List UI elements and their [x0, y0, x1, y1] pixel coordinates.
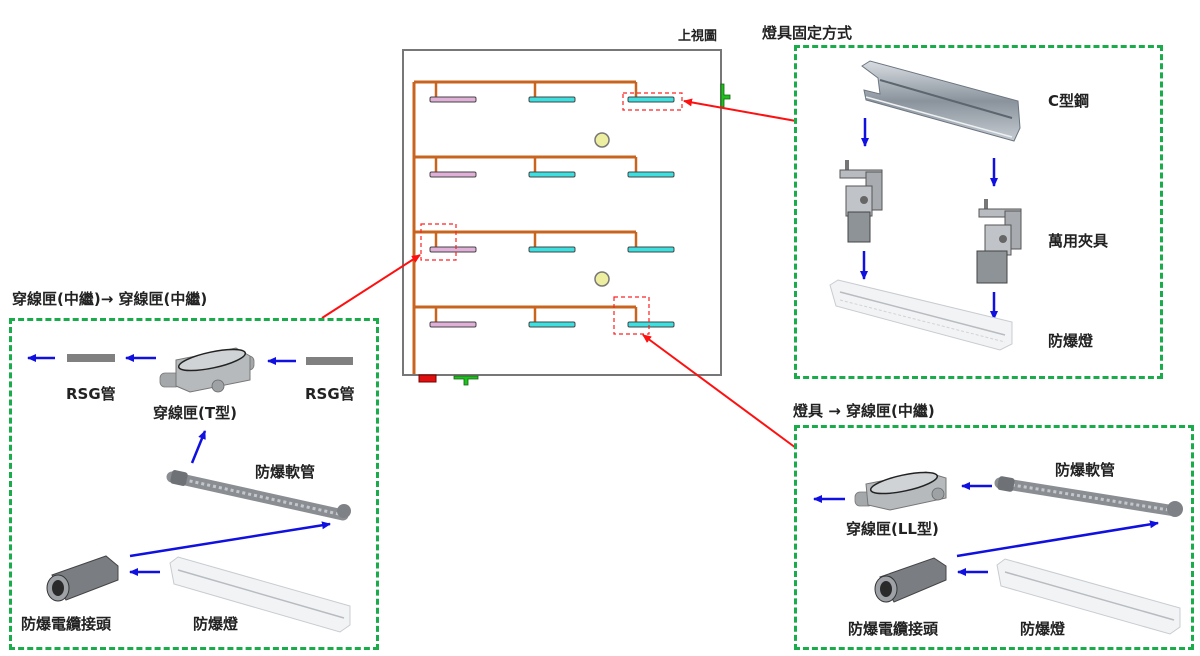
lamp-fixture — [627, 246, 675, 253]
t-type-junction-box-label: 穿線匣(T型) — [153, 404, 237, 422]
lamp-fixture — [627, 171, 675, 178]
ll-type-junction-box-image — [854, 471, 947, 511]
cable-gland-label-relay: 防爆電纜接頭 — [21, 615, 112, 633]
lamp-fixture — [528, 96, 576, 103]
rsg-pipe-left — [67, 354, 115, 362]
callout-arrow-lamp — [642, 334, 797, 449]
explosion-proof-lamp-image-lamp — [996, 558, 1181, 635]
conduit-layout — [412, 80, 675, 374]
rsg-pipe-right-label: RSG管 — [305, 385, 355, 403]
lamp-fixture — [429, 96, 477, 103]
fixing-panel — [794, 45, 1163, 379]
relay-panel — [9, 318, 379, 650]
explosion-proof-lamp-label-relay: 防爆燈 — [193, 615, 239, 633]
explosion-proof-lamp-image-relay — [169, 556, 351, 633]
entry-green-marker-bottom — [453, 375, 479, 386]
entry-red-marker — [418, 374, 437, 383]
callout-arrow-fixing — [683, 98, 797, 122]
flow-arrow-gland-to-hose — [129, 521, 331, 558]
plan-view-title: 上視圖 — [678, 29, 718, 44]
lamp-panel — [794, 425, 1194, 650]
junction-box-lower — [594, 271, 610, 287]
lamp-fixture — [528, 321, 576, 328]
relay-panel-title: 穿線匣(中繼)→ 穿線匣(中繼) — [12, 290, 208, 308]
lamp-fixture — [528, 171, 576, 178]
universal-clamp-label: 萬用夾具 — [1048, 232, 1109, 250]
fixing-panel-title: 燈具固定方式 — [762, 24, 853, 42]
junction-box-upper — [594, 132, 610, 148]
universal-clamp-image-left — [839, 160, 883, 243]
lamp-fixture — [528, 246, 576, 253]
ll-type-junction-box-label: 穿線匣(LL型) — [846, 520, 939, 538]
flow-arrow-gland-to-hose-lamp — [956, 520, 1159, 558]
universal-clamp-image-right — [976, 199, 1022, 284]
lamp-fixture — [627, 96, 675, 103]
flex-hose-image-lamp — [994, 476, 1183, 517]
lamp-fixture — [429, 246, 477, 253]
explosion-proof-lamp-image-fixing — [829, 279, 1013, 351]
flow-arrow-hose-to-tbox — [190, 430, 207, 464]
explosion-proof-lamp-label-lamp: 防爆燈 — [1020, 620, 1066, 638]
lamp-fixture — [627, 321, 675, 328]
lamp-fixture — [429, 171, 477, 178]
cable-gland-image-relay — [46, 555, 119, 602]
rsg-pipe-left-label: RSG管 — [66, 385, 116, 403]
entry-green-marker-right — [720, 83, 731, 108]
cable-gland-label-lamp: 防爆電纜接頭 — [848, 620, 939, 638]
flex-hose-label-lamp: 防爆軟管 — [1055, 461, 1116, 479]
lamp-panel-title: 燈具 → 穿線匣(中繼) — [793, 402, 935, 420]
highlight-box-lamp-bottom-right — [613, 296, 650, 335]
rsg-pipe-right — [306, 357, 353, 365]
callout-arrow-relay — [321, 254, 421, 319]
c-steel-label: C型鋼 — [1048, 92, 1090, 110]
flex-hose-label-relay: 防爆軟管 — [255, 463, 316, 481]
c-steel-image — [861, 60, 1021, 142]
highlight-box-lamp-top-right — [622, 92, 683, 111]
highlight-box-relay-left — [420, 223, 457, 261]
t-type-junction-box-image — [159, 347, 255, 393]
explosion-proof-lamp-label-fixing: 防爆燈 — [1048, 332, 1094, 350]
flex-hose-image-relay — [166, 470, 351, 521]
lamp-fixture — [429, 321, 477, 328]
room-outline — [402, 49, 722, 376]
cable-gland-image-lamp — [874, 557, 947, 603]
